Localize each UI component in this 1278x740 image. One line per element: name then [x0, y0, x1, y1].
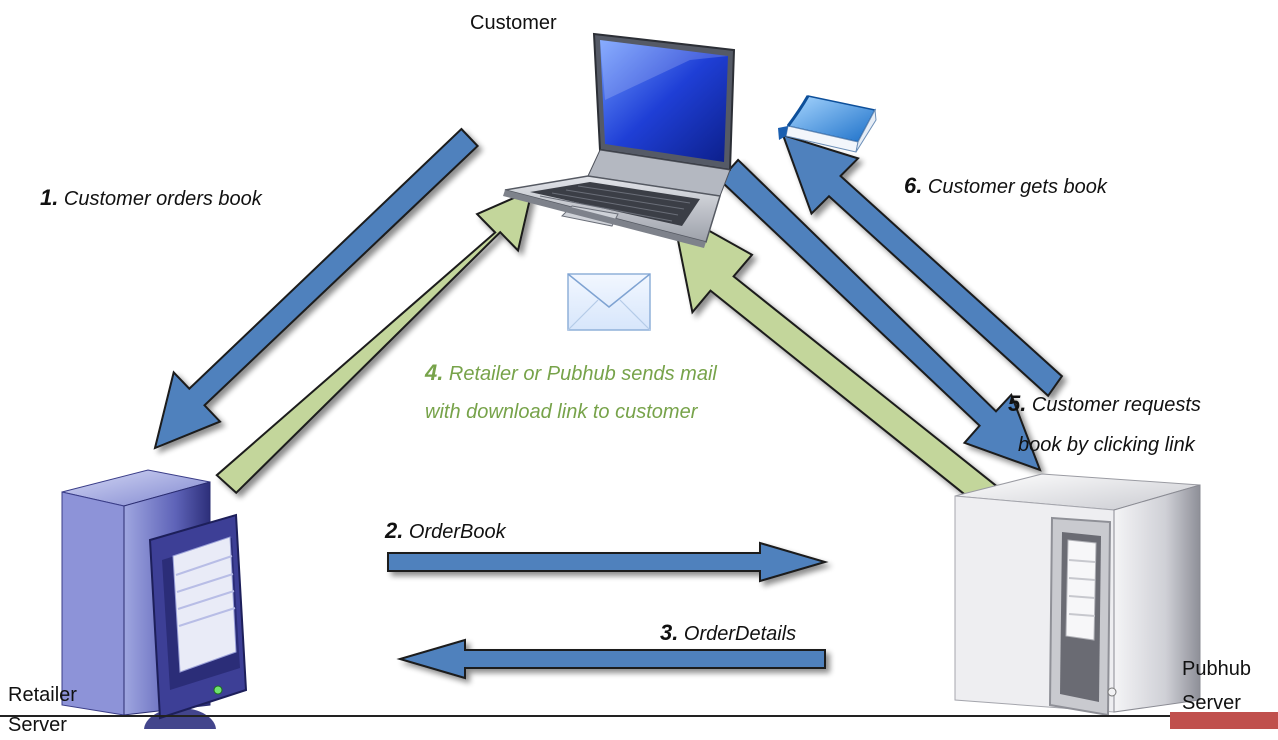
step-3-number: 3. [660, 620, 679, 645]
step-2-text: OrderBook [408, 521, 506, 543]
step-4-text-line1: Retailer or Pubhub sends mail [448, 363, 717, 385]
arrow-5-customer-to-pubhub [718, 158, 1042, 472]
step-6-text: Customer gets book [927, 176, 1107, 198]
retailer-server-label: Retailer Server [8, 680, 77, 740]
step-4-text-line2: with download link to customer [425, 401, 698, 423]
arrow-1-customer-to-retailer [153, 127, 480, 450]
step-5-text-line2: book by clicking link [1018, 434, 1195, 456]
pubhub-label-line2: Server [1182, 692, 1241, 714]
step-1-text: Customer orders book [63, 188, 262, 210]
step-5-number: 5. [1008, 391, 1027, 416]
pubhub-server-label: Pubhub Server [1182, 652, 1251, 720]
arrow-4-pubhub-to-customer [670, 208, 1004, 513]
step-5-label: 5. Customer requests book by clicking li… [1008, 384, 1201, 465]
step-2-number: 2. [385, 518, 404, 543]
retailer-label-line2: Server [8, 714, 67, 736]
step-5-text-line1: Customer requests [1031, 394, 1201, 416]
step-6-number: 6. [904, 173, 923, 198]
customer-label: Customer [470, 12, 557, 34]
step-6-label: 6. Customer gets book [904, 173, 1107, 199]
footer-accent-block [1170, 712, 1278, 729]
step-1-label: 1. Customer orders book [40, 185, 262, 211]
arrow-2-retailer-to-pubhub [387, 541, 829, 583]
footer-rule [0, 715, 1170, 717]
step-1-number: 1. [40, 185, 59, 210]
pubhub-label-line1: Pubhub [1182, 658, 1251, 680]
retailer-label-line1: Retailer [8, 684, 77, 706]
step-2-label: 2. OrderBook [385, 518, 506, 544]
arrow-6-pubhub-to-customer [781, 133, 1064, 398]
step-4-number: 4. [425, 360, 444, 385]
envelope-icon [567, 273, 651, 331]
server-icon [61, 469, 248, 729]
step-3-text: OrderDetails [683, 623, 797, 645]
arrow-3-pubhub-to-retailer [396, 638, 826, 680]
step-3-label: 3. OrderDetails [660, 620, 796, 646]
server-icon [954, 473, 1201, 717]
arrow-4-retailer-to-customer [215, 188, 534, 495]
laptop-icon [503, 32, 736, 248]
book-icon [778, 95, 877, 153]
step-4-label: 4. Retailer or Pubhub sends mail with do… [425, 354, 717, 431]
